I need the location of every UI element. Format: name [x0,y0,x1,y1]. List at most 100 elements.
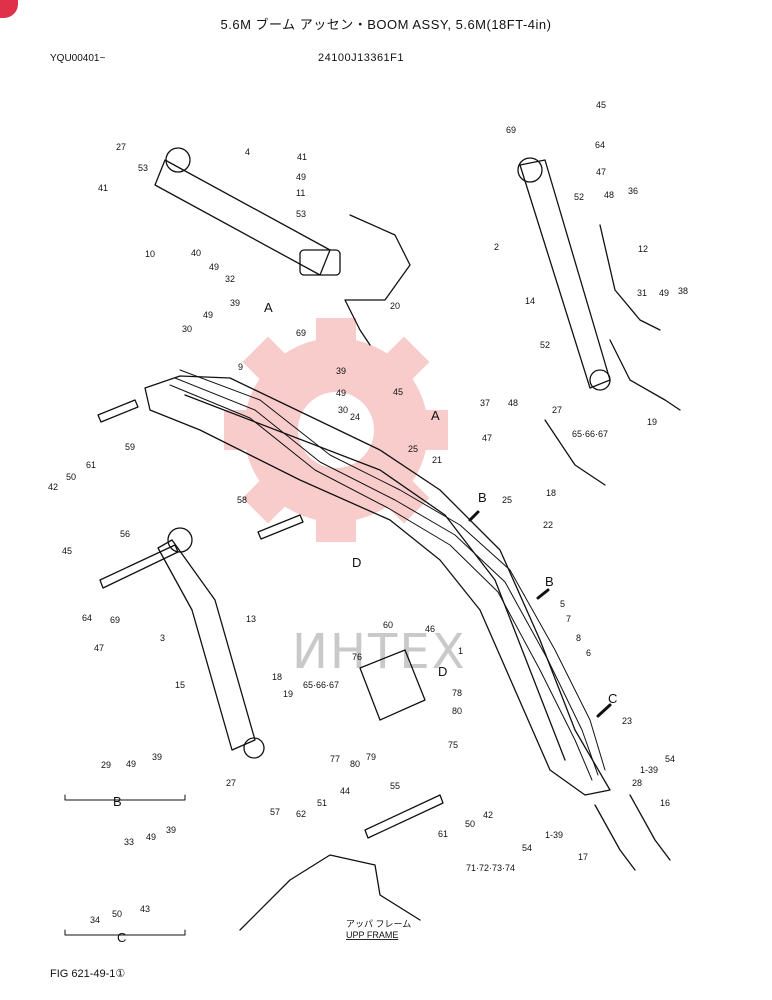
callout: 24 [350,412,360,422]
section-markers: A A B B B C C D D [113,300,617,945]
callout: 3 [160,633,165,643]
callout: 49 [659,288,669,298]
callout: 31 [637,288,647,298]
callout: 50 [112,909,122,919]
callout: 47 [596,167,606,177]
watermark-gear [224,318,448,542]
callout: 27 [116,142,126,152]
callout: 69 [110,615,120,625]
callout: 59 [125,442,135,452]
callout: 33 [124,837,134,847]
callout: 80 [452,706,462,716]
callout: 36 [628,186,638,196]
callout-labels: 45 69 64 47 48 36 52 2 12 31 49 38 27 4 … [48,100,688,925]
marker-c: C [608,691,617,706]
callout: 1-39 [640,765,658,775]
callout: 19 [283,689,293,699]
marker-d: D [438,664,447,679]
marker-a: A [264,300,273,315]
callout: 23 [622,716,632,726]
callout: 5 [560,599,565,609]
callout: 14 [525,296,535,306]
callout: 9 [238,362,243,372]
callout: 61 [438,829,448,839]
marker-a: A [431,408,440,423]
callout: 38 [678,286,688,296]
callout: 54 [665,754,675,764]
callout: 53 [296,209,306,219]
callout: 13 [246,614,256,624]
callout: 19 [647,417,657,427]
callout: 2 [494,242,499,252]
arrow-b-2 [536,588,550,600]
pin-58 [257,514,304,540]
callout: 54 [522,843,532,853]
upp-frame-label: UPP FRAME [346,930,398,940]
corner-badge [0,0,18,18]
callout: 43 [140,904,150,914]
callout: 69 [296,328,306,338]
callout: 17 [578,852,588,862]
callout: 20 [390,301,400,311]
callout: 39 [152,752,162,762]
callout: 12 [638,244,648,254]
assembly-part-number: 24100J13361F1 [318,52,405,64]
marker-d: D [352,555,361,570]
pin-56 [99,544,179,589]
callout: 49 [146,832,156,842]
callout: 40 [191,248,201,258]
callout: 47 [94,643,104,653]
callout: 1 [458,646,463,656]
callout: 62 [296,809,306,819]
watermark-text: ИНТЕХ [292,624,467,680]
callout: 42 [48,482,58,492]
callout: 29 [101,760,111,770]
callout: 51 [317,798,327,808]
callout: 50 [465,819,475,829]
callout: 45 [393,387,403,397]
callout: 11 [296,188,305,198]
callout: 25 [502,495,512,505]
callout: 39 [336,366,346,376]
callout: 75 [448,740,458,750]
callout: 30 [338,405,348,415]
callout: 46 [425,624,435,634]
callout: 61 [86,460,96,470]
detail-b-bracket [64,794,186,801]
callout: 49 [126,759,136,769]
callout: 27 [226,778,236,788]
callout: 69 [506,125,516,135]
callout: 45 [596,100,606,110]
hose-12 [599,224,661,331]
callout: 55 [390,781,400,791]
arrow-b-1 [468,510,480,522]
callout: 16 [660,798,670,808]
callout: 50 [66,472,76,482]
upp-frame-label-jp: アッパ フレーム [346,919,411,929]
callout: 6 [586,648,591,658]
figure-number: FIG 621-49-1① [50,968,126,980]
callout: 22 [543,520,553,530]
callout: 48 [508,398,518,408]
callout: 21 [432,455,442,465]
callout: 78 [452,688,462,698]
callout: 32 [225,274,235,284]
bucket-cylinder-2 [517,157,611,391]
arrow-c [596,703,612,718]
callout: 41 [98,183,108,193]
detail-d-plate [359,649,426,721]
callout: 48 [604,190,614,200]
callout: 60 [383,620,393,630]
marker-c: C [117,930,126,945]
callout: 15 [175,680,185,690]
callout: 25 [408,444,418,454]
callout: 49 [203,310,213,320]
hose-19 [609,339,681,411]
callout: 34 [90,915,100,925]
callout: 18 [272,672,282,682]
callout: 65·66·67 [303,680,339,690]
hose-18 [544,419,606,486]
hose-20 [344,214,411,346]
pin-55 [364,794,444,839]
